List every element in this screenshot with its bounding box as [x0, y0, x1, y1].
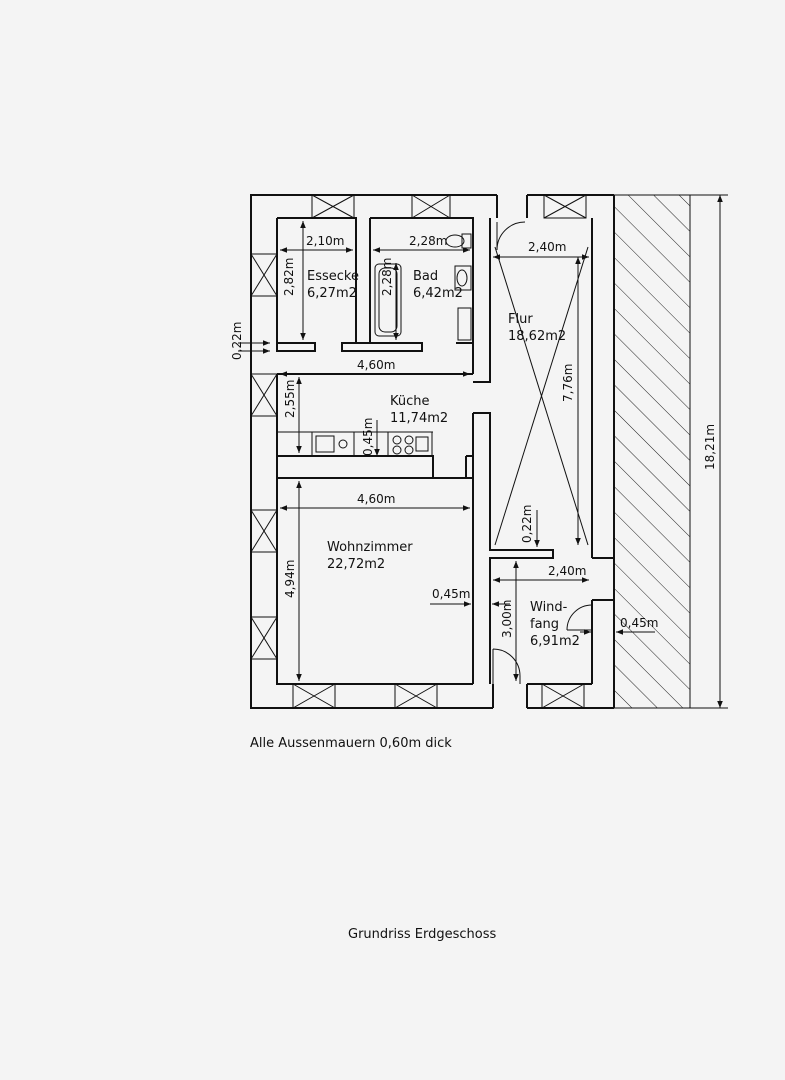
- window-bottom-windfang: [541, 683, 585, 709]
- room-bad-area: 6,42m2: [413, 286, 463, 301]
- window-left-kueche: [250, 373, 278, 417]
- dim-wall-left: 0,22m: [230, 322, 244, 360]
- dim-flur-wall: 0,22m: [520, 505, 534, 543]
- hatched-terrain: [613, 194, 691, 709]
- room-flur-name: Flur: [508, 312, 533, 327]
- room-kueche-area: 11,74m2: [390, 411, 448, 426]
- dim-bad-depth: 2,28m: [380, 258, 394, 296]
- dim-flur-width: 2,40m: [528, 240, 566, 254]
- door-flur-entry: [496, 221, 526, 251]
- window-left-wohnzimmer-1: [250, 509, 278, 553]
- door-windfang-side: [566, 604, 593, 631]
- dim-kueche-width: 4,60m: [357, 358, 395, 372]
- window-bottom-wohnzimmer-1: [292, 683, 336, 709]
- fixtures: [277, 233, 472, 457]
- window-left-wohnzimmer-2: [250, 616, 278, 660]
- dimension-labels: 2,10m 2,82m 2,28m 2,28m 2,40m 7,76m 0,22…: [230, 234, 717, 638]
- exterior-walls: [250, 194, 615, 709]
- dim-kueche-depth: 2,55m: [283, 380, 297, 418]
- bath-cabinet: [457, 307, 472, 341]
- plan-title: Grundriss Erdgeschoss: [348, 927, 497, 942]
- room-essecke-area: 6,27m2: [307, 286, 357, 301]
- dim-flur-length: 7,76m: [561, 364, 575, 402]
- dim-kueche-counter: 0,45m: [361, 418, 375, 456]
- dim-bad-width: 2,28m: [409, 234, 447, 248]
- dim-essecke-depth: 2,82m: [282, 258, 296, 296]
- flur-diagonal: [494, 246, 589, 546]
- window-top-essecke: [311, 194, 355, 219]
- room-kueche-name: Küche: [390, 394, 430, 409]
- room-bad-name: Bad: [413, 269, 438, 284]
- room-wohnzimmer-area: 22,72m2: [327, 557, 385, 572]
- dimension-lines: [238, 194, 728, 709]
- room-essecke-name: Essecke: [307, 269, 359, 284]
- dim-wall-outer: 0,45m: [620, 616, 658, 630]
- window-bottom-wohnzimmer-2: [394, 683, 438, 709]
- dim-total-length: 18,21m: [703, 424, 717, 470]
- room-flur-area: 18,62m2: [508, 329, 566, 344]
- window-left-essecke: [250, 253, 278, 297]
- exterior-walls-note: Alle Aussenmauern 0,60m dick: [250, 736, 452, 751]
- room-windfang-area: 6,91m2: [530, 634, 580, 649]
- kitchen-sink: [311, 431, 355, 457]
- kitchen-stove: [387, 431, 433, 457]
- room-windfang-name-1: Wind-: [530, 600, 568, 615]
- room-windfang-name-2: fang: [530, 617, 559, 632]
- dim-windfang-depth: 3,00m: [500, 600, 514, 638]
- dim-windfang-width: 2,40m: [548, 564, 586, 578]
- room-wohnzimmer-name: Wohnzimmer: [327, 540, 413, 555]
- dim-wohnzimmer-depth: 4,94m: [283, 560, 297, 598]
- room-labels: Essecke 6,27m2 Bad 6,42m2 Flur 18,62m2 K…: [307, 269, 580, 649]
- dim-essecke-width: 2,10m: [306, 234, 344, 248]
- dim-wohnzimmer-width: 4,60m: [357, 492, 395, 506]
- toilet: [445, 233, 472, 249]
- window-top-bad: [411, 194, 451, 219]
- dim-wall-inner: 0,45m: [432, 587, 470, 601]
- window-top-flur: [543, 194, 587, 219]
- washbasin: [454, 265, 472, 291]
- windows: [250, 194, 587, 709]
